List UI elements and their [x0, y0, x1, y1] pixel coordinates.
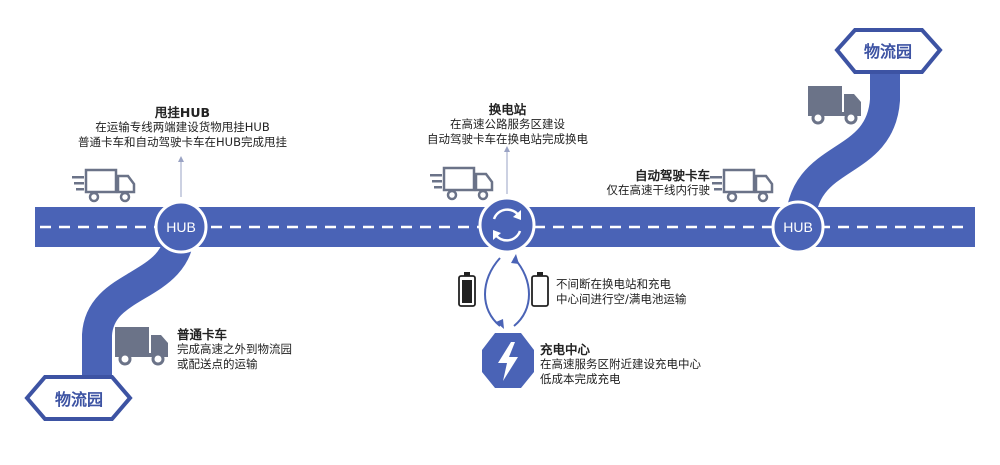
swap-station-line-2: 自动驾驶卡车在换电站完成换电 [427, 132, 588, 146]
battery-empty-icon [531, 272, 549, 307]
park-bottom-node: 物流园 [24, 375, 133, 421]
truck-icon [806, 84, 863, 125]
refresh-icon [492, 208, 522, 242]
battery-full-icon [458, 272, 476, 307]
lightning-icon [498, 342, 518, 381]
hub-left-description: 甩挂HUB 在运输专线两端建设货物甩挂HUB 普通卡车和自动驾驶卡车在HUB完成… [60, 105, 305, 150]
swap-station-title: 换电站 [488, 102, 527, 117]
hub-left-label: HUB [166, 219, 196, 235]
normal-truck-description: 普通卡车 完成高速之外到物流园 或配送点的运输 [177, 327, 292, 372]
cycle-arrow-right [513, 257, 530, 327]
charging-center-line-1: 在高速服务区附近建设充电中心 [540, 357, 701, 371]
truck-icon [113, 325, 170, 366]
truck-icon [70, 168, 136, 203]
normal-truck-title: 普通卡车 [177, 327, 228, 342]
cycle-arrow-left [484, 257, 501, 327]
hub-right-node [771, 200, 825, 254]
autonomous-title: 自动驾驶卡车 [634, 168, 710, 183]
hub-left-node [154, 200, 208, 254]
battery-transport-line-2: 中心间进行空/满电池运输 [556, 292, 687, 306]
hub-left-title: 甩挂HUB [154, 105, 211, 120]
hub-right-label: HUB [783, 219, 813, 235]
swap-station-description: 换电站 在高速公路服务区建设 自动驾驶卡车在换电站完成换电 [400, 102, 615, 147]
charging-center-title: 充电中心 [540, 342, 591, 357]
truck-icon [708, 168, 774, 203]
battery-transport-line-1: 不间断在换电站和充电 [556, 277, 671, 291]
normal-truck-line-1: 完成高速之外到物流园 [177, 342, 292, 356]
svg-text:物流园: 物流园 [864, 42, 912, 61]
road-curve-right [785, 60, 900, 229]
swap-station-node [478, 196, 536, 254]
charging-center-description: 充电中心 在高速服务区附近建设充电中心 低成本完成充电 [540, 342, 701, 387]
charging-center-line-2: 低成本完成充电 [540, 372, 621, 386]
park-top-node: 物流园 [834, 28, 943, 74]
truck-icon [428, 166, 494, 201]
svg-text:物流园: 物流园 [55, 390, 103, 409]
swap-station-line-1: 在高速公路服务区建设 [450, 117, 565, 131]
battery-transport-description: 不间断在换电站和充电 中心间进行空/满电池运输 [556, 277, 686, 307]
road-curve-left [82, 226, 195, 385]
autonomous-line-1: 仅在高速干线内行驶 [606, 183, 711, 197]
hub-left-line-1: 在运输专线两端建设货物甩挂HUB [95, 120, 270, 134]
normal-truck-line-2: 或配送点的运输 [177, 357, 258, 371]
autonomous-description: 自动驾驶卡车 仅在高速干线内行驶 [600, 168, 711, 198]
hub-left-line-2: 普通卡车和自动驾驶卡车在HUB完成甩挂 [78, 135, 287, 149]
